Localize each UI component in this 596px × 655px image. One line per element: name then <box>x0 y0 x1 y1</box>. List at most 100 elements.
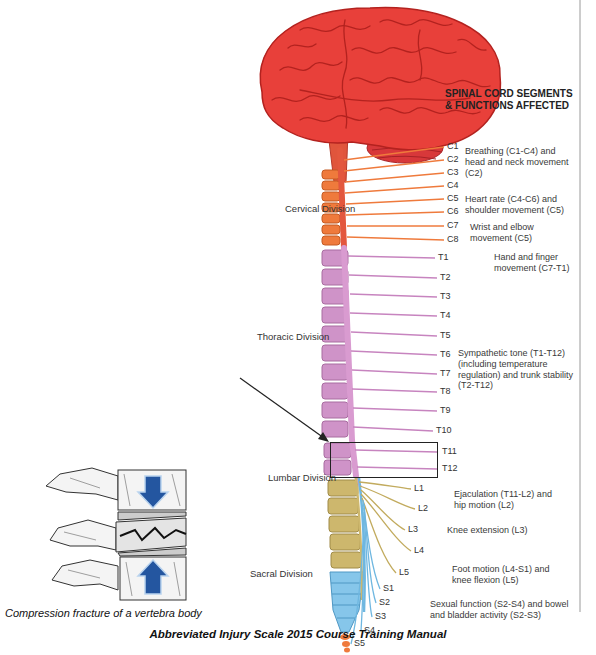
fracture-crack <box>120 528 186 540</box>
gyrus-line <box>352 48 456 54</box>
posterior-element <box>46 468 118 500</box>
nerve-line <box>346 212 444 215</box>
gyrus-line <box>288 44 316 48</box>
segment-label: T7 <box>440 368 451 379</box>
nerve-line <box>350 313 437 316</box>
nerve-line <box>349 275 437 278</box>
nerve-line <box>345 186 444 193</box>
lumbar-vertebrae <box>328 480 361 568</box>
disc <box>118 548 186 556</box>
nerve-line <box>345 173 444 182</box>
nerve-line <box>351 332 437 336</box>
posterior-element <box>52 560 118 590</box>
division-label: Thoracic Division <box>257 331 329 342</box>
page-border <box>580 0 581 612</box>
function-note: Breathing (C1-C4) and head and neck move… <box>465 146 578 178</box>
coccyx <box>342 641 350 647</box>
vertebra <box>322 236 340 245</box>
segment-label: C5 <box>447 193 459 204</box>
function-note: Sexual function (S2-S4) and bowel and bl… <box>430 599 578 621</box>
gyrus-line <box>280 62 342 70</box>
nerve-line <box>353 408 437 411</box>
gyrus-line <box>300 116 368 122</box>
vertebra <box>328 498 358 514</box>
nerve-line <box>344 147 444 160</box>
vertebra <box>324 443 351 458</box>
disc <box>118 512 186 520</box>
gyrus-line <box>300 26 370 32</box>
nerve-line <box>350 294 437 297</box>
function-note: Sympathetic tone (T1-T12) (including tem… <box>458 348 578 391</box>
lateral-sulcus <box>300 90 470 101</box>
segment-box: T11T12 <box>330 442 438 478</box>
vertebra <box>322 192 340 201</box>
sacral-nerves <box>351 500 380 644</box>
segment-label: T11 <box>442 446 457 457</box>
nerve-line <box>347 225 444 226</box>
central-sulcus <box>342 20 347 128</box>
segment-label: T2 <box>440 272 451 283</box>
vertebra <box>322 225 340 234</box>
vertebra <box>322 345 348 361</box>
division-label: Sacral Division <box>250 568 313 579</box>
compressed-body <box>116 518 186 552</box>
segment-label: S2 <box>379 597 390 608</box>
segment-label: T1 <box>438 252 449 263</box>
nerve-line <box>346 199 444 204</box>
sketch-hatching <box>64 474 180 596</box>
vertebra <box>331 552 361 568</box>
brain-gyri <box>272 20 490 128</box>
coccyx <box>344 648 350 653</box>
segment-label: L5 <box>399 567 409 578</box>
segment-label: L2 <box>418 503 428 514</box>
force-arrow <box>138 560 168 594</box>
segment-label: S3 <box>375 611 386 622</box>
segment-label: C4 <box>447 180 459 191</box>
vertebra <box>322 383 348 399</box>
segment-label: T8 <box>440 386 451 397</box>
nerve-line <box>344 160 444 171</box>
nerve-line <box>352 370 437 374</box>
gyrus-line <box>458 39 486 50</box>
nerve-line <box>351 516 364 644</box>
segment-label: T12 <box>442 463 458 474</box>
force-arrow <box>138 476 168 508</box>
pointer-arrow <box>240 378 324 438</box>
segment-label: T3 <box>440 291 451 302</box>
vertebra <box>322 170 340 179</box>
nerve-line <box>347 237 444 240</box>
vertebra <box>330 534 360 550</box>
segment-label: S1 <box>383 583 394 594</box>
nerve-line <box>355 450 437 452</box>
vertebra <box>322 364 348 380</box>
segment-label: T10 <box>436 425 452 436</box>
posterior-element <box>50 520 116 550</box>
lumbar-nerves <box>359 482 415 573</box>
segment-label: L1 <box>414 483 424 494</box>
vertebra <box>322 421 348 437</box>
segment-label: T4 <box>440 310 451 321</box>
function-note: Heart rate (C4-C6) and shoulder movement… <box>465 194 577 216</box>
function-note: Foot motion (L4-S1) and knee flexion (L5… <box>452 564 562 586</box>
function-note: Ejaculation (T11-L2) and hip motion (L2) <box>454 489 554 511</box>
segment-label: T5 <box>440 330 451 341</box>
figure-note: Compression fracture of a vertebra body <box>5 607 202 620</box>
vertebra <box>329 516 359 532</box>
segment-label: C3 <box>447 167 459 178</box>
vertebra <box>322 402 348 418</box>
gyrus-line <box>418 30 421 80</box>
cervical-nerves <box>344 147 444 240</box>
nerve-line <box>351 351 437 355</box>
vertebra <box>322 214 340 223</box>
gyrus-line <box>380 20 452 26</box>
segment-label: T6 <box>440 349 451 360</box>
segment-label: C7 <box>447 220 459 231</box>
vertebra <box>322 181 340 190</box>
segment-label: C1 <box>447 141 459 152</box>
function-note: Wrist and elbow movement (C5) <box>470 222 550 244</box>
segment-label: C8 <box>447 234 459 245</box>
nerve-line <box>348 256 435 258</box>
fracture-sketch <box>46 468 186 600</box>
segment-label: C6 <box>447 206 459 217</box>
